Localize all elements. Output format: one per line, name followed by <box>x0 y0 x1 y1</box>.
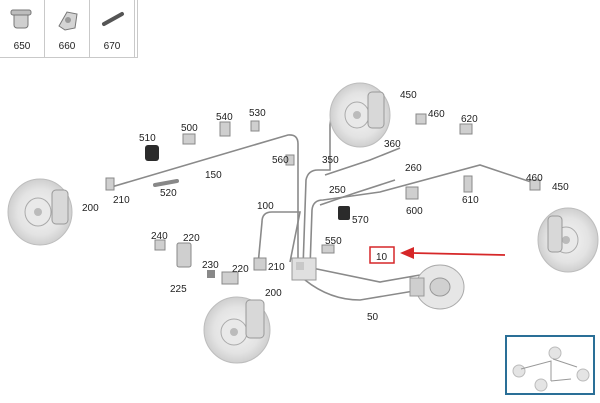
rubber-bushing-icon <box>10 9 32 29</box>
part-label-510[interactable]: 510 <box>139 133 156 144</box>
part-560-clip[interactable] <box>285 154 295 166</box>
brake-disc-front-left[interactable] <box>7 178 73 246</box>
part-label-210[interactable]: 210 <box>268 262 285 273</box>
distribution-block[interactable] <box>291 257 317 281</box>
hex-nut-icon <box>58 11 78 31</box>
legend-label: 670 <box>103 41 121 52</box>
legend-item-650[interactable]: 650 <box>0 0 45 58</box>
legend-label: 650 <box>13 41 31 52</box>
part-460-bracket[interactable] <box>415 113 427 125</box>
brake-disc-rear-right[interactable] <box>537 207 599 273</box>
parts-legend: 650 660 670 <box>0 0 138 58</box>
part-label-100[interactable]: 100 <box>257 201 274 212</box>
part-label-230[interactable]: 230 <box>202 260 219 271</box>
part-label-240[interactable]: 240 <box>151 231 168 242</box>
part-230-bolt[interactable] <box>207 270 215 278</box>
part-550-clip[interactable] <box>321 244 335 254</box>
part-210-bracket[interactable] <box>105 177 115 191</box>
part-label-225[interactable]: 225 <box>170 284 187 295</box>
highlight-box <box>369 246 395 264</box>
hose-pipe-icon <box>102 12 124 26</box>
part-label-560[interactable]: 560 <box>272 155 289 166</box>
part-500-clip[interactable] <box>182 133 196 145</box>
brake-lines <box>107 99 541 301</box>
part-labels: 10 50 100 150 200 200 210 210 220 220 22… <box>82 90 569 323</box>
part-label-570[interactable]: 570 <box>352 215 369 226</box>
legend-label: 660 <box>58 41 76 52</box>
part-label-540[interactable]: 540 <box>216 112 233 123</box>
thumbnail-diagram-icon <box>512 346 590 392</box>
small-parts <box>105 113 541 285</box>
part-label-530[interactable]: 530 <box>249 108 266 119</box>
part-540-clip[interactable] <box>219 121 231 137</box>
part-570-mount[interactable] <box>338 206 350 220</box>
part-210-bracket-rear[interactable] <box>253 257 267 271</box>
highlight-callout <box>369 246 506 264</box>
brake-disc-front-right[interactable] <box>329 82 391 148</box>
arrow-head-icon <box>400 247 414 259</box>
part-label-450[interactable]: 450 <box>552 182 569 193</box>
overview-thumbnail[interactable] <box>505 335 595 395</box>
part-label-200[interactable]: 200 <box>82 203 99 214</box>
part-530-clip[interactable] <box>250 120 260 132</box>
legend-item-660[interactable]: 660 <box>45 0 90 58</box>
part-label-610[interactable]: 610 <box>462 195 479 206</box>
part-label-460[interactable]: 460 <box>428 109 445 120</box>
part-label-220[interactable]: 220 <box>183 233 200 244</box>
part-label-550[interactable]: 550 <box>325 236 342 247</box>
part-620-clip[interactable] <box>459 123 473 135</box>
part-label-620[interactable]: 620 <box>461 114 478 125</box>
part-label-520[interactable]: 520 <box>160 188 177 199</box>
brake-booster[interactable] <box>409 264 465 310</box>
part-label-350[interactable]: 350 <box>322 155 339 166</box>
part-label-600[interactable]: 600 <box>406 206 423 217</box>
part-610-bolt[interactable] <box>463 175 473 193</box>
brake-disc-rear-left[interactable] <box>203 296 271 364</box>
part-520-hose[interactable] <box>153 179 179 187</box>
part-label-450[interactable]: 450 <box>400 90 417 101</box>
part-label-210[interactable]: 210 <box>113 195 130 206</box>
part-label-260[interactable]: 260 <box>405 163 422 174</box>
part-240-clip[interactable] <box>154 239 166 251</box>
part-label-500[interactable]: 500 <box>181 123 198 134</box>
part-220-bracket[interactable] <box>221 271 239 285</box>
legend-item-670[interactable]: 670 <box>90 0 135 58</box>
part-600-clip[interactable] <box>405 186 419 200</box>
part-220-valve[interactable] <box>176 242 192 268</box>
highlight-arrow <box>411 252 506 256</box>
part-label-460[interactable]: 460 <box>526 173 543 184</box>
part-label-150[interactable]: 150 <box>205 170 222 181</box>
part-label-250[interactable]: 250 <box>329 185 346 196</box>
part-label-10[interactable]: 10 <box>376 252 388 263</box>
part-510-grommet[interactable] <box>145 145 159 161</box>
part-label-360[interactable]: 360 <box>384 139 401 150</box>
part-label-50[interactable]: 50 <box>367 312 379 323</box>
part-label-220[interactable]: 220 <box>232 264 249 275</box>
part-460-bracket-rear[interactable] <box>529 179 541 191</box>
part-label-200[interactable]: 200 <box>265 288 282 299</box>
